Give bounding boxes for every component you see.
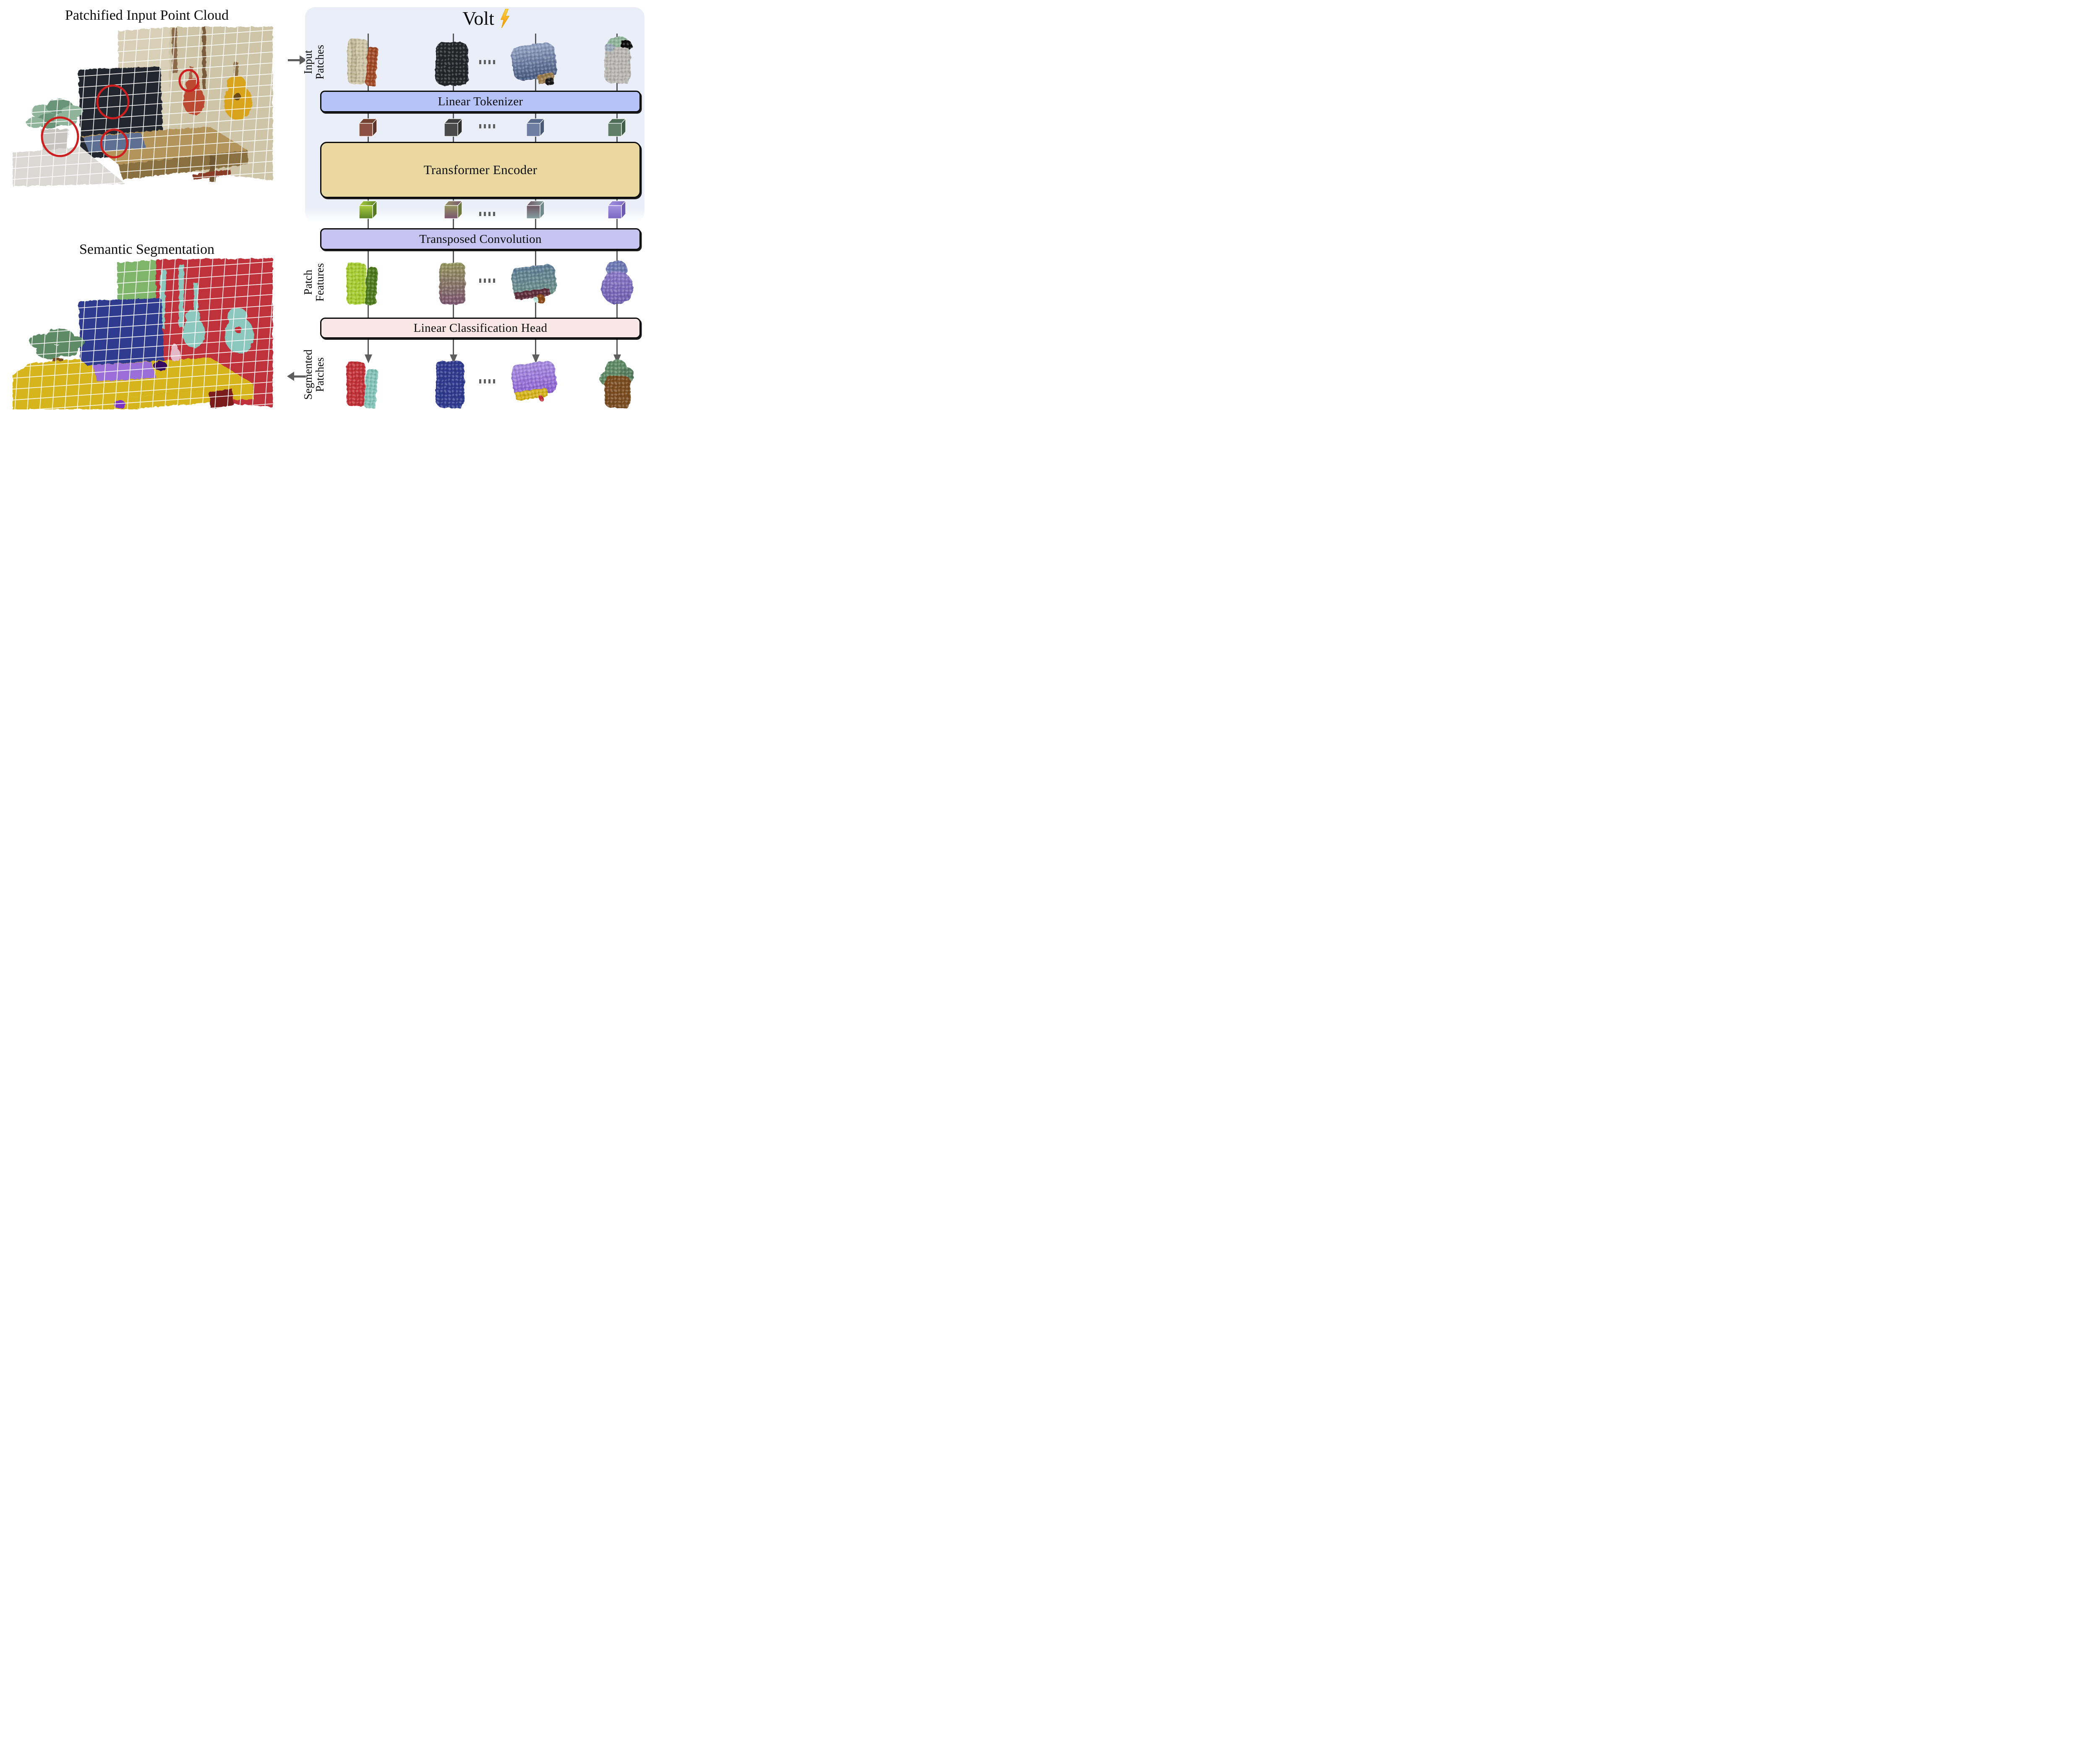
linear-tokenizer-block: Linear Tokenizer xyxy=(320,91,641,112)
input-patch-thumb xyxy=(510,39,562,88)
patch-highlight-circles xyxy=(41,69,199,159)
input-patch-thumb xyxy=(429,39,476,89)
token-cube xyxy=(359,118,378,137)
ellipsis-dots xyxy=(479,124,495,128)
arrow-head-icon xyxy=(365,354,372,363)
ellipsis-dots xyxy=(479,212,495,216)
token-cube xyxy=(608,118,626,137)
input-patch-thumb xyxy=(596,35,638,85)
model-title-text: Volt xyxy=(462,8,494,29)
ellipsis-dots xyxy=(479,60,495,64)
feature-cube xyxy=(527,201,545,219)
semantic-segmentation-image xyxy=(13,258,290,409)
ellipsis-dots xyxy=(479,379,495,383)
feature-cube xyxy=(444,201,463,219)
input-patch-thumb xyxy=(345,37,392,86)
feature-cube xyxy=(608,201,626,219)
token-cube xyxy=(527,118,545,137)
ellipsis-dots xyxy=(479,279,495,283)
segmentation-title: Semantic Segmentation xyxy=(79,242,214,257)
token-cube xyxy=(444,118,463,137)
segmented-patch-thumb xyxy=(345,360,392,409)
linear-classification-head-block: Linear Classification Head xyxy=(320,318,641,339)
arrow-from-pipeline-icon xyxy=(287,372,306,381)
patch-feature-thumb xyxy=(595,259,639,306)
patch-feature-thumb xyxy=(510,262,562,306)
transformer-encoder-block: Transformer Encoder xyxy=(320,142,641,198)
feature-cube xyxy=(359,201,378,219)
patch-feature-thumb xyxy=(345,262,392,306)
lightning-bolt-icon xyxy=(500,9,510,28)
patchified-point-cloud-image xyxy=(13,26,290,189)
model-title: Volt xyxy=(428,7,545,30)
segmented-patch-thumb xyxy=(595,359,639,409)
transposed-convolution-block: Transposed Convolution xyxy=(320,228,641,250)
arrow-to-pipeline-icon xyxy=(288,55,307,65)
segmented-patch-thumb xyxy=(510,361,562,404)
patchified-title: Patchified Input Point Cloud xyxy=(65,8,229,23)
arrow-head-icon xyxy=(532,354,540,363)
figure-canvas: Patchified Input Point Cloud xyxy=(0,0,648,409)
segmented-patch-thumb xyxy=(429,360,476,409)
patch-feature-thumb xyxy=(430,262,477,306)
